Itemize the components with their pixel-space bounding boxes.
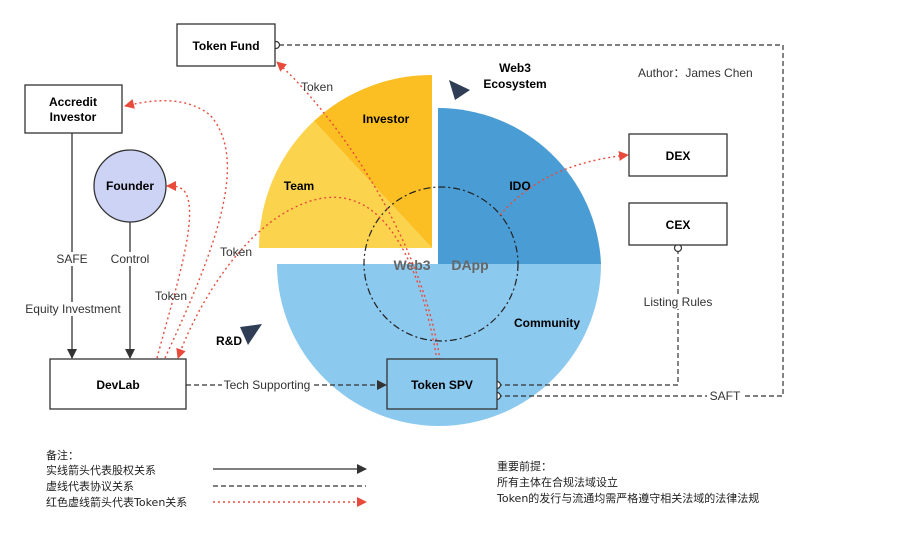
premise-line2: Token的发行与流通均需严格遵守相关法域的法律法规 bbox=[496, 491, 759, 505]
token-devlab-to-founder bbox=[156, 181, 191, 359]
edge-label-listing-rules: Listing Rules bbox=[644, 295, 713, 309]
node-accredit-investor[interactable]: Accredit Investor bbox=[24, 84, 123, 134]
node-label-accredit: Accredit bbox=[49, 95, 97, 109]
ecosystem-label-line1: Web3 bbox=[499, 61, 531, 75]
node-label-dex: DEX bbox=[666, 149, 691, 163]
edge-label-token-b: Token bbox=[220, 245, 252, 259]
edge-label-control: Control bbox=[111, 252, 150, 266]
edge-label-safe: SAFE bbox=[56, 252, 87, 266]
edge-label-tech-supporting: Tech Supporting bbox=[224, 378, 311, 392]
legend: 备注： 实线箭头代表股权关系 虚线代表协议关系 红色虚线箭头代表Token关系 bbox=[46, 448, 367, 509]
edge-spv-cex bbox=[492, 243, 683, 390]
edge-spv-tokenfund bbox=[271, 40, 784, 401]
node-label-cex: CEX bbox=[666, 218, 691, 232]
sector-label-community: Community bbox=[514, 316, 580, 330]
node-devlab[interactable]: DevLab bbox=[49, 358, 187, 410]
node-label-investor: Investor bbox=[50, 110, 97, 124]
legend-title: 备注： bbox=[46, 448, 79, 462]
node-dex[interactable]: DEX bbox=[628, 133, 728, 177]
sector-label-ido: IDO bbox=[509, 179, 530, 193]
node-token-spv[interactable]: Token SPV bbox=[386, 358, 498, 410]
center-label-dapp: DApp bbox=[451, 257, 488, 273]
center-label-web3: Web3 bbox=[393, 257, 430, 273]
legend-dotted-text: 红色虚线箭头代表Token关系 bbox=[46, 495, 187, 509]
node-cex[interactable]: CEX bbox=[628, 202, 728, 246]
edge-label-equity-investment: Equity Investment bbox=[25, 302, 121, 316]
node-label-token-spv: Token SPV bbox=[411, 378, 473, 392]
ecosystem-label-line2: Ecosystem bbox=[483, 77, 546, 91]
sector-label-investor: Investor bbox=[363, 112, 410, 126]
node-label-token-fund: Token Fund bbox=[192, 39, 259, 53]
edge-label-token-a: Token bbox=[301, 80, 333, 94]
premise-notes: 重要前提： 所有主体在合规法域设立 Token的发行与流通均需严格遵守相关法域的… bbox=[496, 459, 759, 505]
sector-label-team: Team bbox=[284, 179, 314, 193]
premise-line1: 所有主体在合规法域设立 bbox=[497, 475, 618, 489]
rd-triangle-icon bbox=[240, 324, 262, 345]
edge-label-token-c: Token bbox=[155, 289, 187, 303]
token-flow-lines bbox=[124, 61, 629, 361]
node-token-fund[interactable]: Token Fund bbox=[176, 23, 276, 67]
author-text: Author：James Chen bbox=[638, 66, 753, 80]
legend-solid-text: 实线箭头代表股权关系 bbox=[46, 463, 156, 477]
token-devlab-to-accredit bbox=[124, 99, 229, 359]
rd-label: R&D bbox=[216, 334, 242, 348]
token-spv-to-tokenfund bbox=[276, 61, 441, 361]
edge-label-saft: SAFT bbox=[710, 389, 741, 403]
ecosystem-triangle-icon bbox=[449, 80, 470, 100]
node-label-devlab: DevLab bbox=[96, 378, 139, 392]
node-founder[interactable]: Founder bbox=[93, 149, 167, 223]
node-label-founder: Founder bbox=[106, 179, 154, 193]
token-spv-to-devlab bbox=[176, 196, 438, 361]
legend-dashed-text: 虚线代表协议关系 bbox=[46, 479, 134, 493]
premise-title: 重要前提： bbox=[497, 459, 552, 473]
